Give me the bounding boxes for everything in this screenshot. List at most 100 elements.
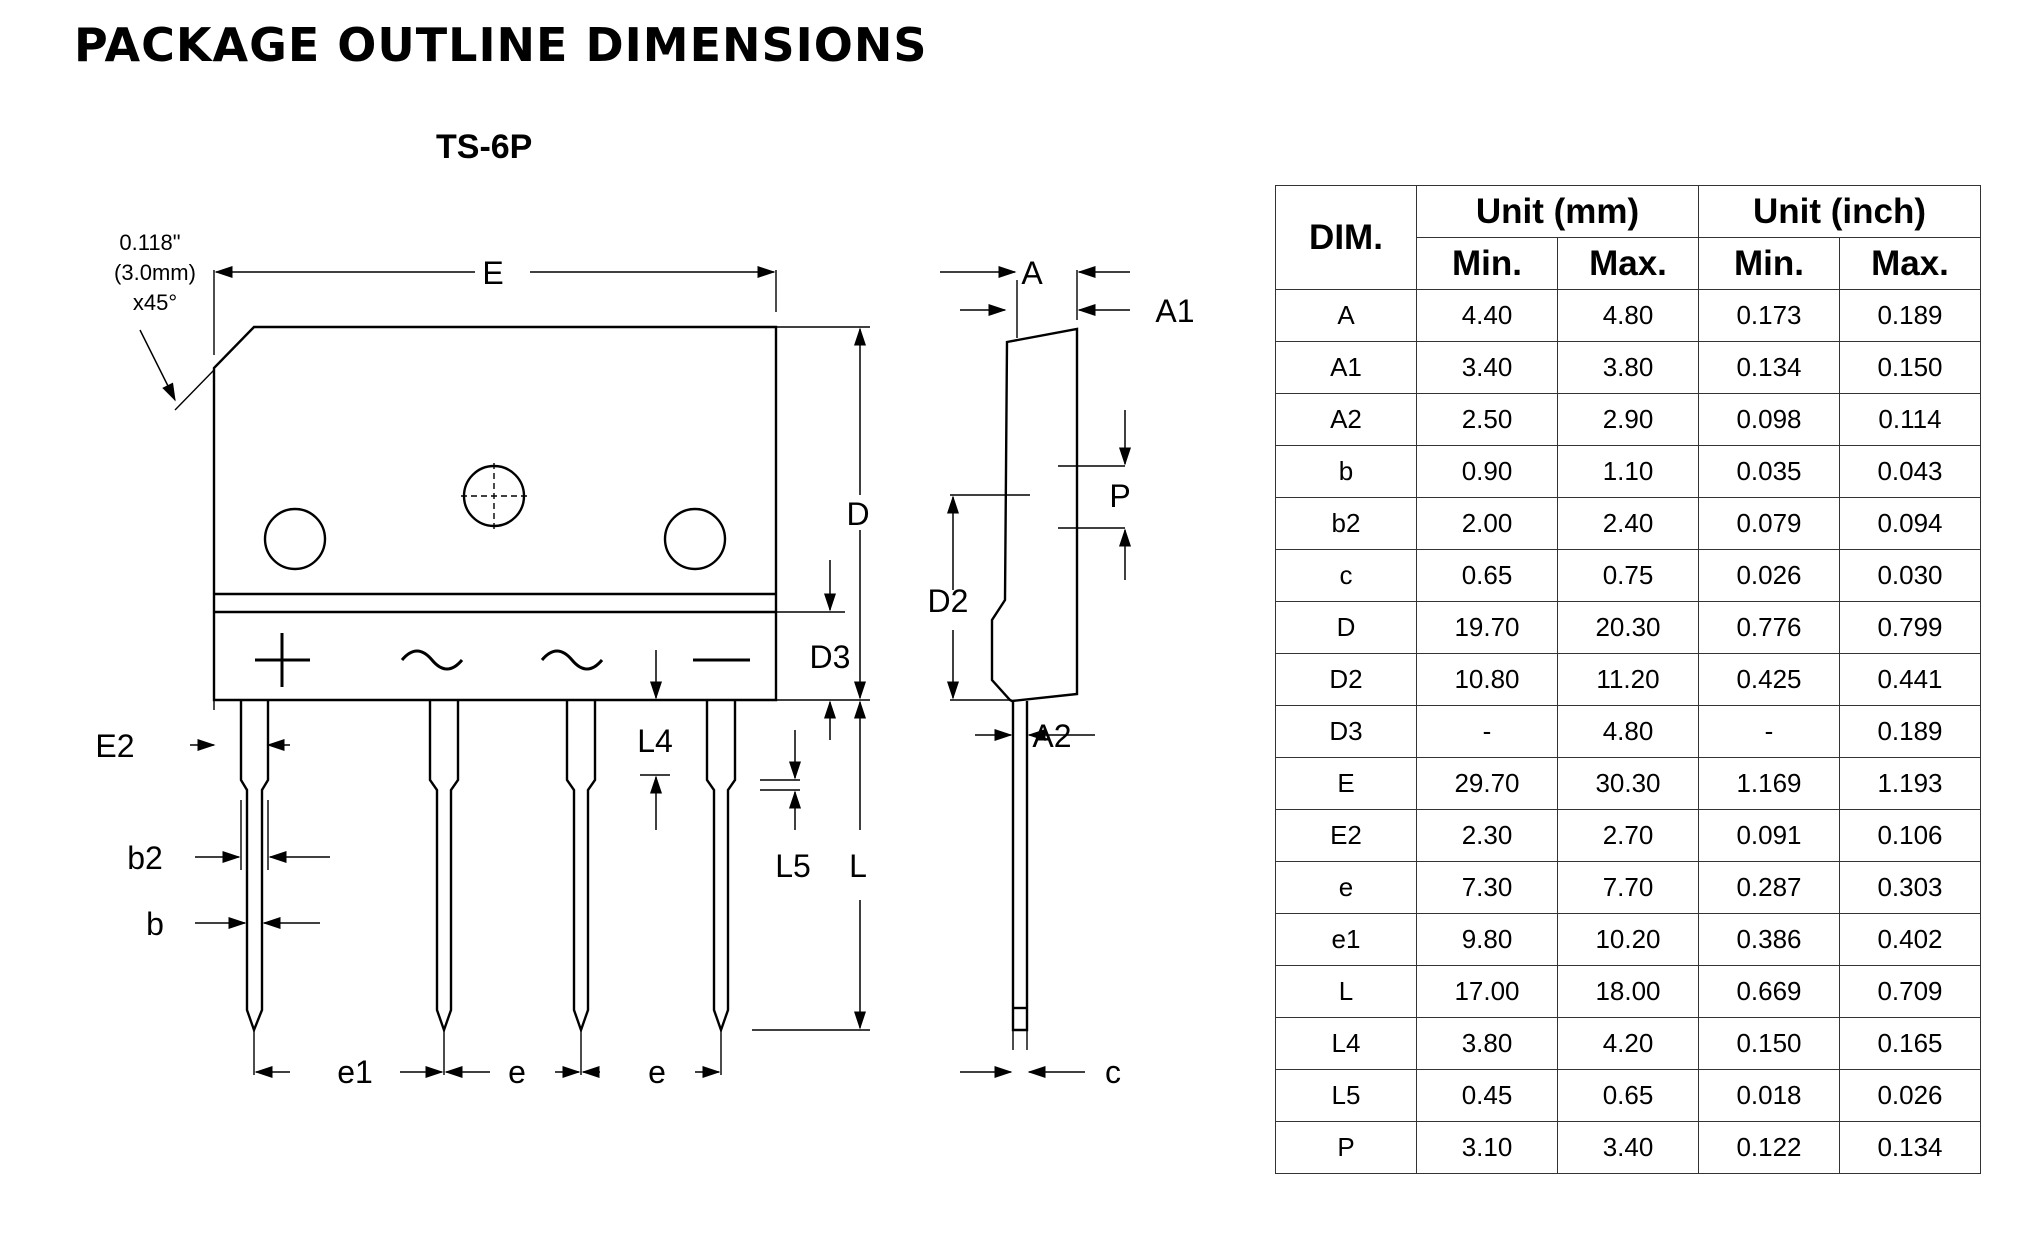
package-drawing: 0.118" (3.0mm) x45° E D D3 E2 b2 b L4 L5… (95, 230, 1194, 1090)
cell-in-max: 0.094 (1839, 497, 1981, 550)
label-E: E (482, 255, 503, 291)
cell-dim: e1 (1275, 913, 1417, 966)
side-lead (1011, 701, 1029, 1032)
label-E2: E2 (95, 728, 134, 764)
cell-mm-max: 11.20 (1557, 653, 1699, 706)
header-inch-min: Min. (1698, 237, 1840, 290)
cell-in-min: - (1698, 705, 1840, 758)
tilde-symbol-2 (540, 649, 604, 671)
cell-in-min: 0.035 (1698, 445, 1840, 498)
cell-in-min: 0.173 (1698, 289, 1840, 342)
cell-in-max: 0.402 (1839, 913, 1981, 966)
cell-dim: D3 (1275, 705, 1417, 758)
page-title: PACKAGE OUTLINE DIMENSIONS (74, 18, 928, 72)
cell-dim: A (1275, 289, 1417, 342)
label-c: c (1105, 1054, 1121, 1090)
cell-mm-max: 0.65 (1557, 1069, 1699, 1122)
cell-dim: A1 (1275, 341, 1417, 394)
cell-mm-max: 3.40 (1557, 1121, 1699, 1174)
cell-in-max: 0.189 (1839, 705, 1981, 758)
chamfer-label-1: 0.118" (119, 230, 180, 255)
label-L5: L5 (775, 848, 811, 884)
cell-mm-min: 2.00 (1416, 497, 1558, 550)
cell-mm-max: 0.75 (1557, 549, 1699, 602)
cell-in-min: 0.018 (1698, 1069, 1840, 1122)
header-dim: DIM. (1275, 185, 1417, 290)
cell-dim: D (1275, 601, 1417, 654)
left-mount-circle (263, 507, 327, 571)
cell-mm-min: 2.30 (1416, 809, 1558, 862)
cell-in-min: 0.134 (1698, 341, 1840, 394)
pin-2 (428, 700, 460, 1034)
cell-mm-min: 3.10 (1416, 1121, 1558, 1174)
cell-mm-min: 4.40 (1416, 289, 1558, 342)
cell-in-max: 0.030 (1839, 549, 1981, 602)
label-A: A (1021, 255, 1043, 291)
cell-dim: D2 (1275, 653, 1417, 706)
cell-mm-max: 4.80 (1557, 705, 1699, 758)
dimension-table: DIM. Unit (mm) Unit (inch) Min. Max. Min… (1275, 185, 1981, 1174)
cell-in-max: 0.114 (1839, 393, 1981, 446)
cell-mm-max: 10.20 (1557, 913, 1699, 966)
cell-mm-min: 0.65 (1416, 549, 1558, 602)
label-D3: D3 (810, 639, 851, 675)
label-D: D (846, 496, 869, 532)
cell-mm-max: 7.70 (1557, 861, 1699, 914)
cell-mm-max: 18.00 (1557, 965, 1699, 1018)
cell-mm-min: 9.80 (1416, 913, 1558, 966)
cell-in-max: 0.799 (1839, 601, 1981, 654)
label-e-1: e (508, 1054, 526, 1090)
pin-4 (705, 700, 737, 1034)
cell-mm-max: 4.80 (1557, 289, 1699, 342)
label-P: P (1109, 478, 1130, 514)
cell-dim: e (1275, 861, 1417, 914)
header-mm-max: Max. (1557, 237, 1699, 290)
cell-mm-max: 3.80 (1557, 341, 1699, 394)
label-e1: e1 (337, 1054, 373, 1090)
side-body-outline (990, 327, 1079, 703)
label-b: b (146, 906, 164, 942)
cell-dim: c (1275, 549, 1417, 602)
cell-dim: b (1275, 445, 1417, 498)
package-name: TS-6P (436, 128, 533, 166)
cell-mm-max: 4.20 (1557, 1017, 1699, 1070)
cell-in-min: 0.098 (1698, 393, 1840, 446)
chamfer-label-2: (3.0mm) (114, 260, 196, 285)
cell-in-min: 0.122 (1698, 1121, 1840, 1174)
cell-mm-max: 20.30 (1557, 601, 1699, 654)
chamfer-label-3: x45° (133, 290, 177, 315)
cell-in-min: 0.425 (1698, 653, 1840, 706)
label-e-2: e (648, 1054, 666, 1090)
cell-in-max: 0.150 (1839, 341, 1981, 394)
cell-in-min: 0.079 (1698, 497, 1840, 550)
cell-mm-max: 2.90 (1557, 393, 1699, 446)
cell-mm-max: 2.40 (1557, 497, 1699, 550)
cell-mm-max: 2.70 (1557, 809, 1699, 862)
cell-in-min: 0.287 (1698, 861, 1840, 914)
cell-in-min: 1.169 (1698, 757, 1840, 810)
cell-mm-min: 7.30 (1416, 861, 1558, 914)
cell-in-min: 0.091 (1698, 809, 1840, 862)
header-unit-mm: Unit (mm) (1416, 185, 1699, 238)
cell-mm-min: 29.70 (1416, 757, 1558, 810)
label-A1: A1 (1155, 293, 1194, 329)
label-b2: b2 (127, 840, 163, 876)
cell-in-min: 0.386 (1698, 913, 1840, 966)
table-row: D3-4.80-0.189 (1275, 705, 1981, 758)
cell-mm-max: 30.30 (1557, 757, 1699, 810)
right-mount-circle (663, 507, 727, 571)
cell-in-max: 0.165 (1839, 1017, 1981, 1070)
